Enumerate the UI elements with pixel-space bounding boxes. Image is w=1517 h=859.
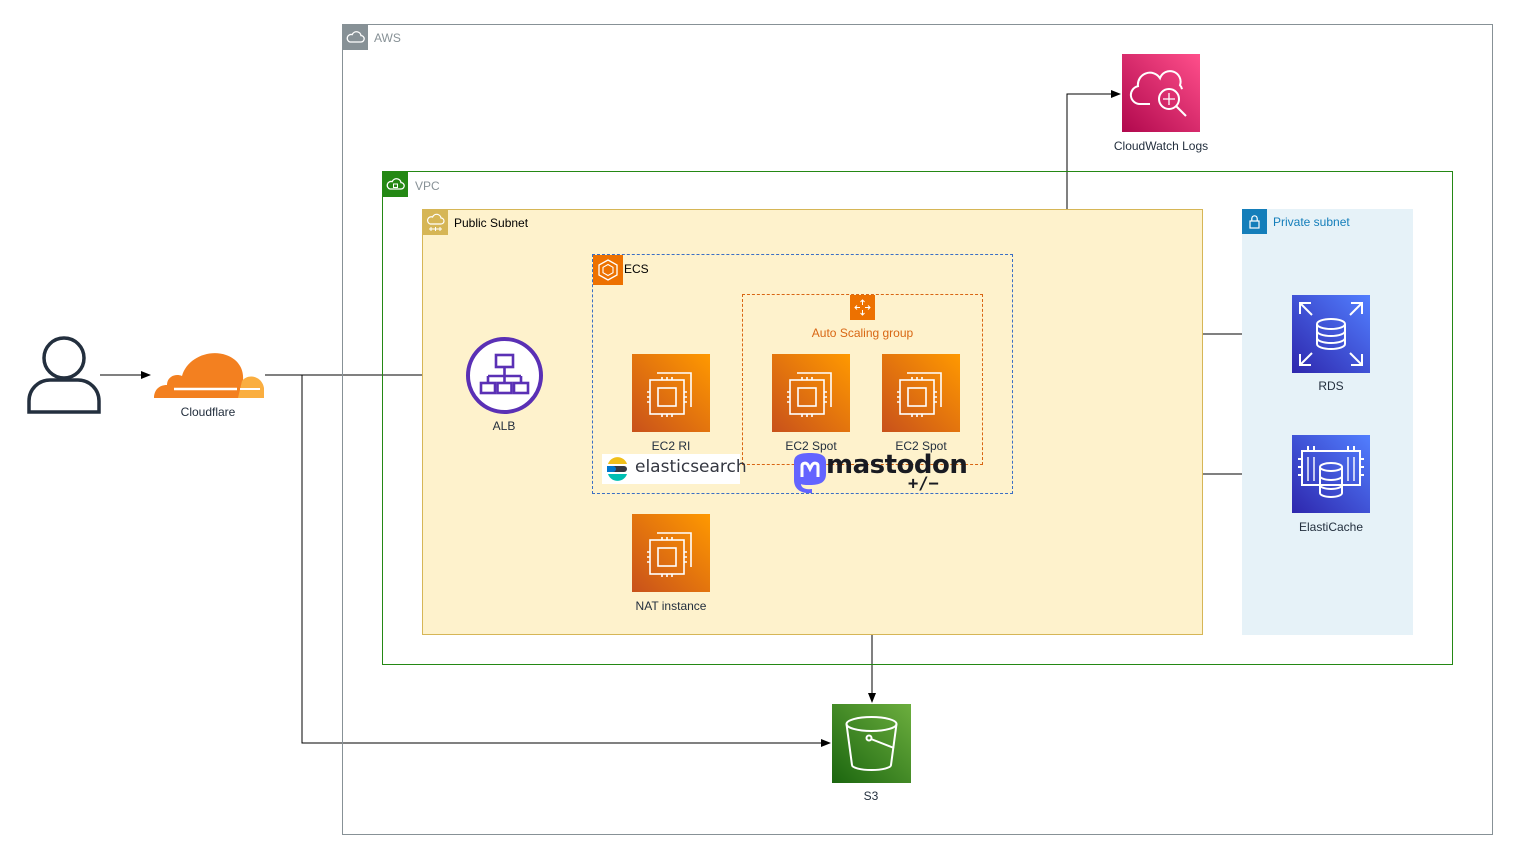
elasticsearch-logo-text: elasticsearch (635, 457, 747, 477)
elasticache-label: ElastiCache (1298, 520, 1364, 534)
private-subnet-lock-icon (1242, 209, 1267, 234)
ec2-spot-1-label: EC2 Spot (785, 439, 837, 453)
aws-cloud-icon (343, 25, 368, 50)
elasticsearch-logo-mark (607, 457, 627, 481)
mastodon-logo-text: mastodon (826, 450, 968, 480)
ec2-spot-1-icon (772, 354, 850, 432)
mastodon-logo-subtext: +/− (908, 474, 939, 494)
mastodon-logo: mastodon +/− (790, 450, 968, 496)
cloudwatch-logs-label: CloudWatch Logs (1113, 139, 1209, 153)
elasticache-icon (1292, 435, 1370, 513)
auto-scaling-label: Auto Scaling group (811, 326, 914, 340)
s3-icon (832, 704, 911, 783)
rds-icon (1292, 295, 1370, 373)
alb-label: ALB (492, 419, 516, 433)
nat-instance-label: NAT instance (635, 599, 707, 613)
edge-cloudflare-s3 (301, 375, 831, 747)
ecs-group: ECS (592, 254, 1013, 494)
mastodon-logo-mark (794, 453, 826, 494)
nat-instance-icon (632, 514, 710, 592)
alb-icon (465, 336, 544, 415)
aws-group-label: AWS (374, 31, 401, 45)
rds-label: RDS (1318, 379, 1344, 393)
cloudflare-icon (152, 347, 266, 399)
ecs-group-label: ECS (624, 262, 649, 276)
auto-scaling-icon (850, 295, 875, 320)
ec2-ri-label: EC2 RI (651, 439, 691, 453)
ecs-icon (593, 255, 623, 285)
ec2-spot-2-icon (882, 354, 960, 432)
vpc-group: VPC (382, 171, 1453, 665)
public-subnet-icon (423, 210, 448, 235)
private-subnet-group: Private subnet (1242, 209, 1413, 635)
ec2-spot-2-label: EC2 Spot (895, 439, 947, 453)
user-icon (26, 335, 102, 415)
aws-cloud-group: AWS (342, 24, 1493, 835)
public-subnet-label: Public Subnet (454, 216, 529, 230)
s3-label: S3 (863, 789, 879, 803)
auto-scaling-group: Auto Scaling group (742, 294, 983, 465)
vpc-group-label: VPC (415, 179, 440, 193)
cloudflare-label: Cloudflare (180, 405, 236, 419)
elasticsearch-logo: elasticsearch (602, 454, 747, 484)
ec2-ri-icon (632, 354, 710, 432)
private-subnet-label: Private subnet (1273, 215, 1350, 229)
vpc-icon (383, 172, 408, 197)
cloudwatch-logs-icon (1122, 54, 1200, 132)
